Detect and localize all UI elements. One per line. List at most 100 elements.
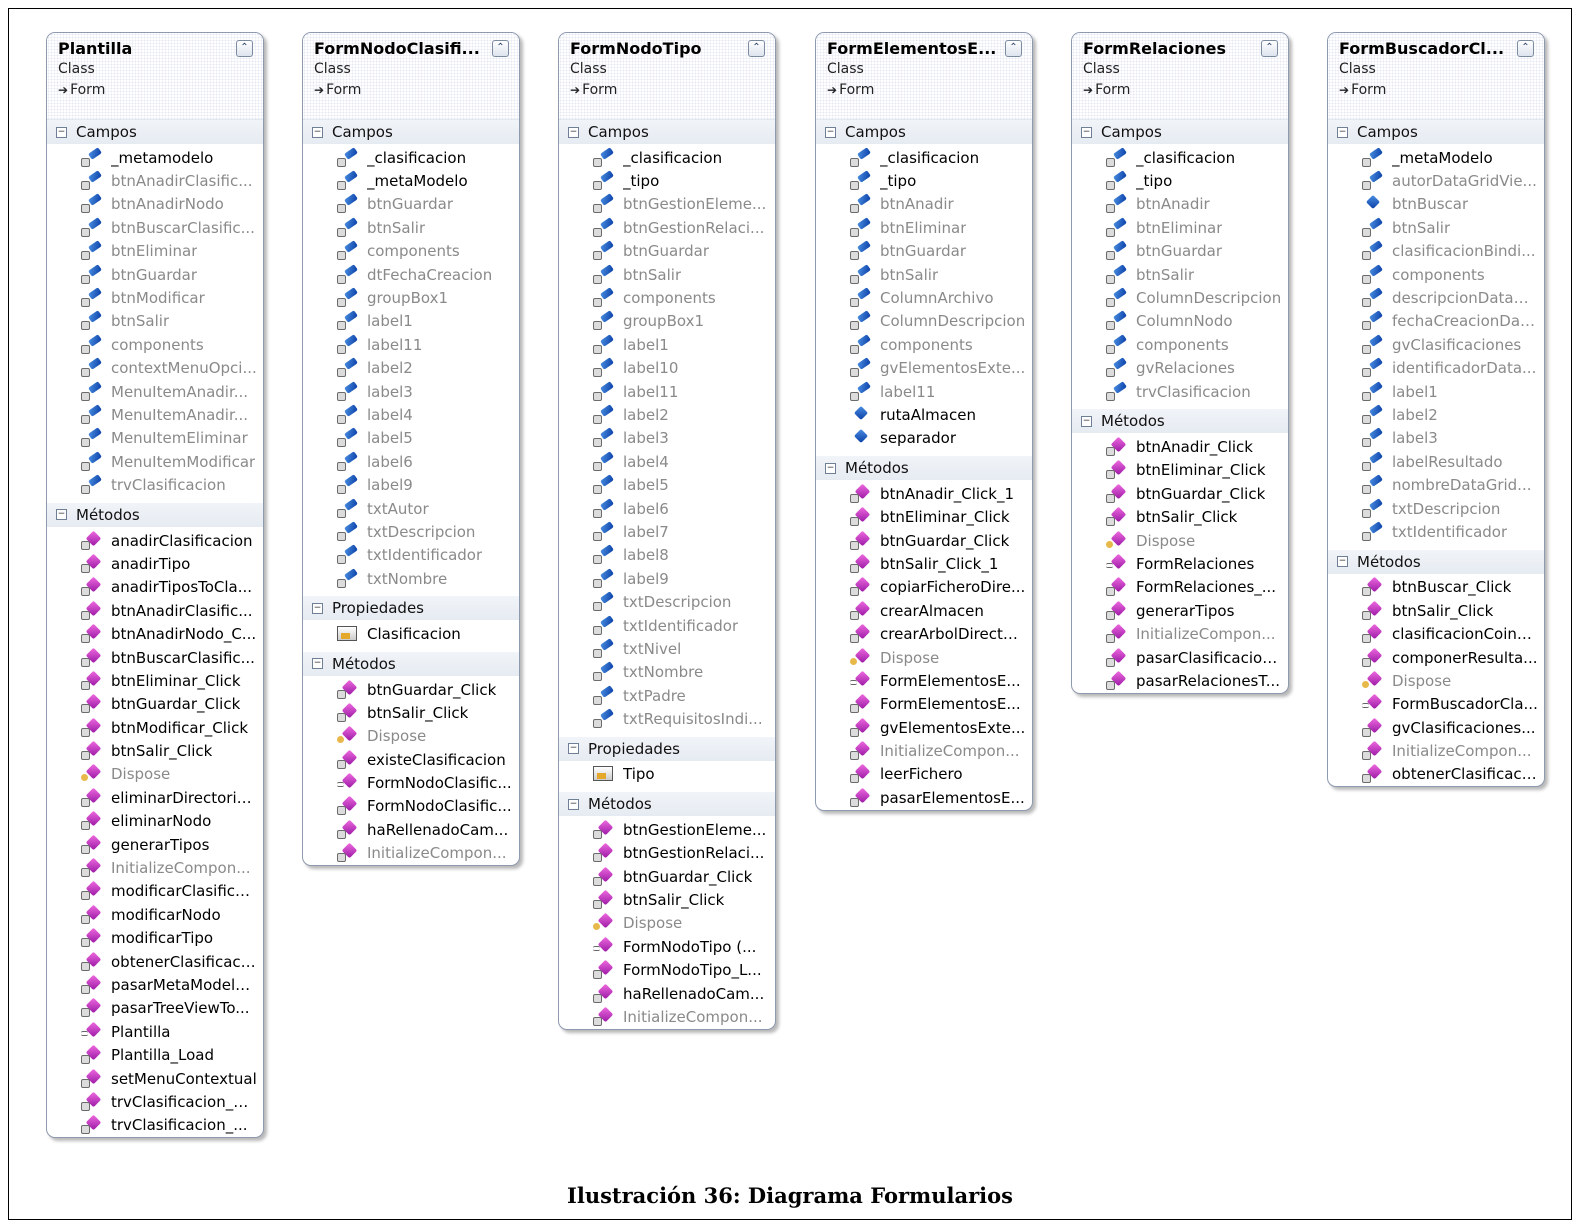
member-row[interactable]: componerResulta... [1328,646,1544,669]
member-row[interactable]: pasarClasificacion... [1072,646,1288,669]
member-row[interactable]: label3 [559,427,775,450]
member-row[interactable]: txtIdentificador [303,544,519,567]
member-row[interactable]: btnGestionEleme... [559,193,775,216]
member-row[interactable]: ColumnNodo [1072,310,1288,333]
member-row[interactable]: btnGuardar [47,263,263,286]
member-row[interactable]: _clasificacion [559,146,775,169]
member-row[interactable]: btnAnadir [1072,193,1288,216]
member-row[interactable]: groupBox1 [559,310,775,333]
collapse-section-icon[interactable]: − [825,126,836,138]
member-row[interactable]: MenuItemEliminar [47,427,263,450]
member-row[interactable]: separador [816,427,1032,450]
member-row[interactable]: btnAnadirClasific... [47,599,263,622]
member-row[interactable]: FormNodoTipo (... [559,935,775,958]
member-row[interactable]: gvRelaciones [1072,357,1288,380]
section-header[interactable]: −Campos [1072,120,1288,144]
member-row[interactable]: btnBuscar [1328,193,1544,216]
section-header[interactable]: −Campos [303,120,519,144]
member-row[interactable]: _tipo [816,169,1032,192]
member-row[interactable]: Plantilla [47,1020,263,1043]
member-row[interactable]: modificarClasifica... [47,880,263,903]
member-row[interactable]: btnSalir [559,263,775,286]
member-row[interactable]: label2 [559,403,775,426]
member-row[interactable]: _clasificacion [816,146,1032,169]
member-row[interactable]: _clasificacion [303,146,519,169]
member-row[interactable]: eliminarDirectorio... [47,786,263,809]
member-row[interactable]: _metaModelo [1328,146,1544,169]
member-row[interactable]: btnEliminar_Click [47,669,263,692]
collapse-section-icon[interactable]: − [825,462,836,474]
member-row[interactable]: InitializeCompon... [47,856,263,879]
member-row[interactable]: btnBuscar_Click [1328,576,1544,599]
member-row[interactable]: anadirTipo [47,552,263,575]
member-row[interactable]: anadirTiposToCla... [47,576,263,599]
member-row[interactable]: anadirClasificacion [47,529,263,552]
member-row[interactable]: _tipo [1072,169,1288,192]
member-row[interactable]: pasarElementosE... [816,786,1032,809]
member-row[interactable]: clasificacionBindi... [1328,240,1544,263]
section-header[interactable]: −Propiedades [303,596,519,621]
member-row[interactable]: btnSalir [1328,216,1544,239]
member-row[interactable]: FormElementosE... [816,693,1032,716]
member-row[interactable]: trvClasificacion_K... [47,1090,263,1113]
member-row[interactable]: btnGestionRelaci... [559,842,775,865]
member-row[interactable]: descripcionDataG... [1328,286,1544,309]
member-row[interactable]: btnGuardar [816,240,1032,263]
member-row[interactable]: btnSalir [47,310,263,333]
member-row[interactable]: MenuItemAnadir... [47,403,263,426]
member-row[interactable]: components [1328,263,1544,286]
member-row[interactable]: btnEliminar_Click [1072,459,1288,482]
member-row[interactable]: btnSalir [1072,263,1288,286]
section-header[interactable]: −Métodos [816,456,1032,481]
member-row[interactable]: btnAnadirNodo_C... [47,622,263,645]
member-row[interactable]: Dispose [47,763,263,786]
member-row[interactable]: eliminarNodo [47,810,263,833]
member-row[interactable]: label3 [303,380,519,403]
member-row[interactable]: generarTipos [1072,599,1288,622]
member-row[interactable]: InitializeCompon... [1072,622,1288,645]
member-row[interactable]: trvClasificacion [47,473,263,496]
collapse-icon[interactable]: ⌃ [236,40,253,57]
member-row[interactable]: txtDescripcion [303,520,519,543]
member-row[interactable]: label6 [559,497,775,520]
member-row[interactable]: btnSalir [303,216,519,239]
member-row[interactable]: trvClasificacion [1072,380,1288,403]
member-row[interactable]: btnAnadirNodo [47,193,263,216]
member-row[interactable]: _metaModelo [303,169,519,192]
member-row[interactable]: txtPadre [559,684,775,707]
member-row[interactable]: btnEliminar [816,216,1032,239]
member-row[interactable]: gvClasificaciones... [1328,716,1544,739]
member-row[interactable]: btnGuardar [1072,240,1288,263]
member-row[interactable]: Dispose [303,725,519,748]
member-row[interactable]: modificarNodo [47,903,263,926]
member-row[interactable]: btnSalir_Click [47,739,263,762]
member-row[interactable]: label1 [559,333,775,356]
member-row[interactable]: label5 [303,427,519,450]
member-row[interactable]: MenuItemModificar [47,450,263,473]
member-row[interactable]: trvClasificacion_... [47,1114,263,1137]
member-row[interactable]: txtRequisitosIndi... [559,707,775,730]
member-row[interactable]: txtNombre [559,661,775,684]
member-row[interactable]: dtFechaCreacion [303,263,519,286]
member-row[interactable]: rutaAlmacen [816,403,1032,426]
member-row[interactable]: btnGuardar [559,240,775,263]
collapse-section-icon[interactable]: − [1081,415,1092,427]
member-row[interactable]: identificadorData... [1328,357,1544,380]
collapse-section-icon[interactable]: − [568,743,579,755]
member-row[interactable]: autorDataGridVie... [1328,169,1544,192]
member-row[interactable]: InitializeCompon... [1328,739,1544,762]
member-row[interactable]: generarTipos [47,833,263,856]
member-row[interactable]: txtDescripcion [1328,497,1544,520]
member-row[interactable]: btnGuardar_Click [47,693,263,716]
collapse-icon[interactable]: ⌃ [1261,40,1278,57]
member-row[interactable]: _metamodelo [47,146,263,169]
member-row[interactable]: label4 [559,450,775,473]
member-row[interactable]: label8 [559,544,775,567]
member-row[interactable]: pasarTreeViewTo... [47,997,263,1020]
member-row[interactable]: clasificacionCoinc... [1328,622,1544,645]
member-row[interactable]: ColumnArchivo [816,286,1032,309]
member-row[interactable]: btnEliminar_Click [816,505,1032,528]
collapse-section-icon[interactable]: − [1081,126,1092,138]
member-row[interactable]: contextMenuOpci... [47,357,263,380]
member-row[interactable]: label1 [1328,380,1544,403]
